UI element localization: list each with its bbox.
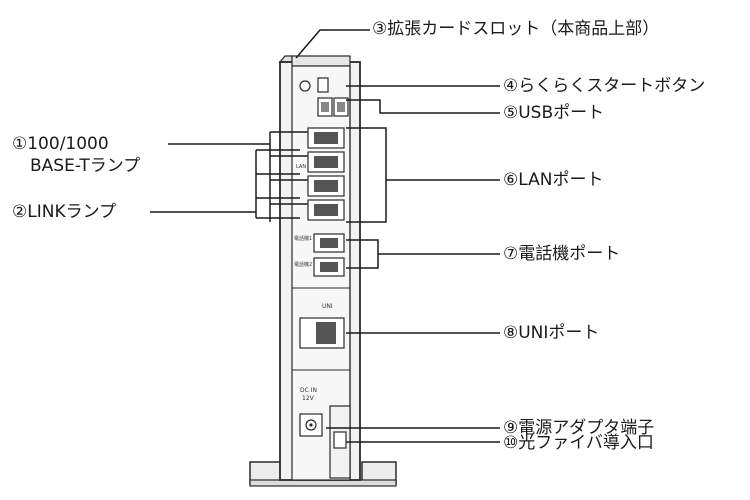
- phone2-printed-label: 電話機2: [294, 261, 312, 268]
- label-link-lamp: ②LINKランプ: [12, 202, 117, 222]
- dc-voltage-printed-label: 12V: [302, 395, 315, 402]
- device-base: [249, 461, 397, 487]
- label-speed-lamp-line2: BASE-Tランプ: [30, 156, 141, 176]
- lan-printed-label: LAN: [296, 164, 306, 170]
- phone1-printed-label: 電話機1: [294, 235, 312, 242]
- label-expansion-card-slot: ③拡張カードスロット（本商品上部）: [372, 19, 660, 39]
- uni-port: UNI: [299, 303, 345, 349]
- uni-printed-label: UNI: [322, 303, 333, 310]
- usb-ports: [317, 97, 349, 117]
- dc-in-printed-label: DC IN: [300, 387, 317, 394]
- label-phone-port: ⑦電話機ポート: [503, 244, 621, 264]
- leader-lines: [150, 29, 500, 443]
- expansion-card-slot: [291, 55, 351, 67]
- label-lan-port: ⑥LANポート: [503, 170, 604, 190]
- easy-start-button: [299, 77, 329, 93]
- label-speed-lamp-line1: ①100/1000: [12, 134, 109, 154]
- label-uni-port: ⑧UNIポート: [503, 323, 600, 343]
- power-adapter-port: DC IN 12V: [299, 387, 323, 437]
- lan-ports: LAN: [296, 127, 345, 221]
- phone-ports: 電話機1 電話機2: [294, 233, 345, 277]
- label-usb-port: ⑤USBポート: [503, 103, 605, 123]
- label-easy-start-button: ④らくらくスタートボタン: [503, 76, 706, 96]
- label-optical-fiber-inlet: ⑩光ファイバ導入口: [503, 433, 654, 453]
- label-power-adapter-port: ⑨電源アダプタ端子: [503, 418, 655, 438]
